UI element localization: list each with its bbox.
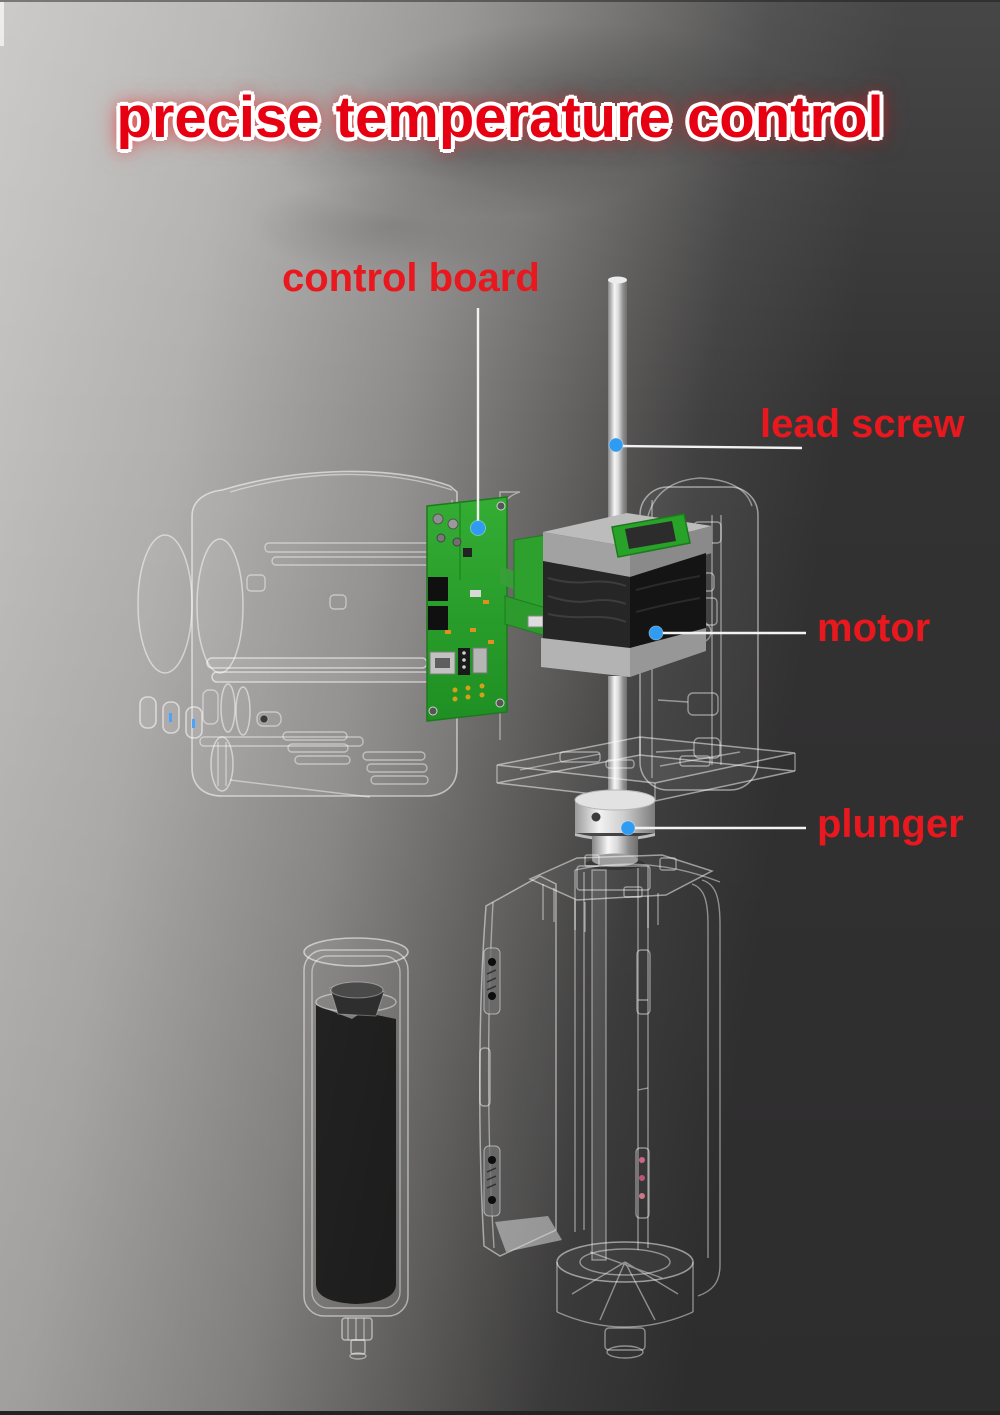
callout-dot-control-board bbox=[470, 520, 486, 536]
top-edge-line bbox=[0, 0, 1000, 2]
housing-cover-wireframe bbox=[137, 470, 458, 798]
heater-barrel-wireframe bbox=[478, 863, 721, 1359]
callout-label-control-board: control board bbox=[282, 256, 540, 300]
callout-label-lead-screw: lead screw bbox=[760, 402, 965, 446]
callout-label-motor: motor bbox=[817, 606, 931, 650]
barrel-flange-wireframe bbox=[528, 854, 714, 932]
callout-dot-lead-screw bbox=[608, 437, 624, 453]
stepper-motor bbox=[541, 513, 712, 677]
headline: precise temperature control bbox=[116, 85, 884, 150]
callout-dot-motor bbox=[648, 625, 664, 641]
callout-label-plunger: plunger bbox=[817, 802, 964, 846]
material-cartridge bbox=[303, 937, 409, 1360]
mount-plate-wireframe bbox=[496, 736, 796, 802]
callouts bbox=[470, 308, 806, 836]
lead-screw-rod bbox=[608, 276, 627, 804]
control-board-pcb bbox=[426, 491, 561, 740]
callout-dot-plunger bbox=[620, 820, 636, 836]
cartridge-material bbox=[316, 1005, 396, 1304]
bottom-edge-line bbox=[0, 1411, 1000, 1415]
callout-line-lead-screw bbox=[619, 444, 803, 450]
plunger-coupler bbox=[574, 789, 656, 870]
button-accent bbox=[192, 719, 195, 728]
corner-highlight bbox=[0, 2, 4, 46]
button-accent bbox=[169, 713, 172, 722]
